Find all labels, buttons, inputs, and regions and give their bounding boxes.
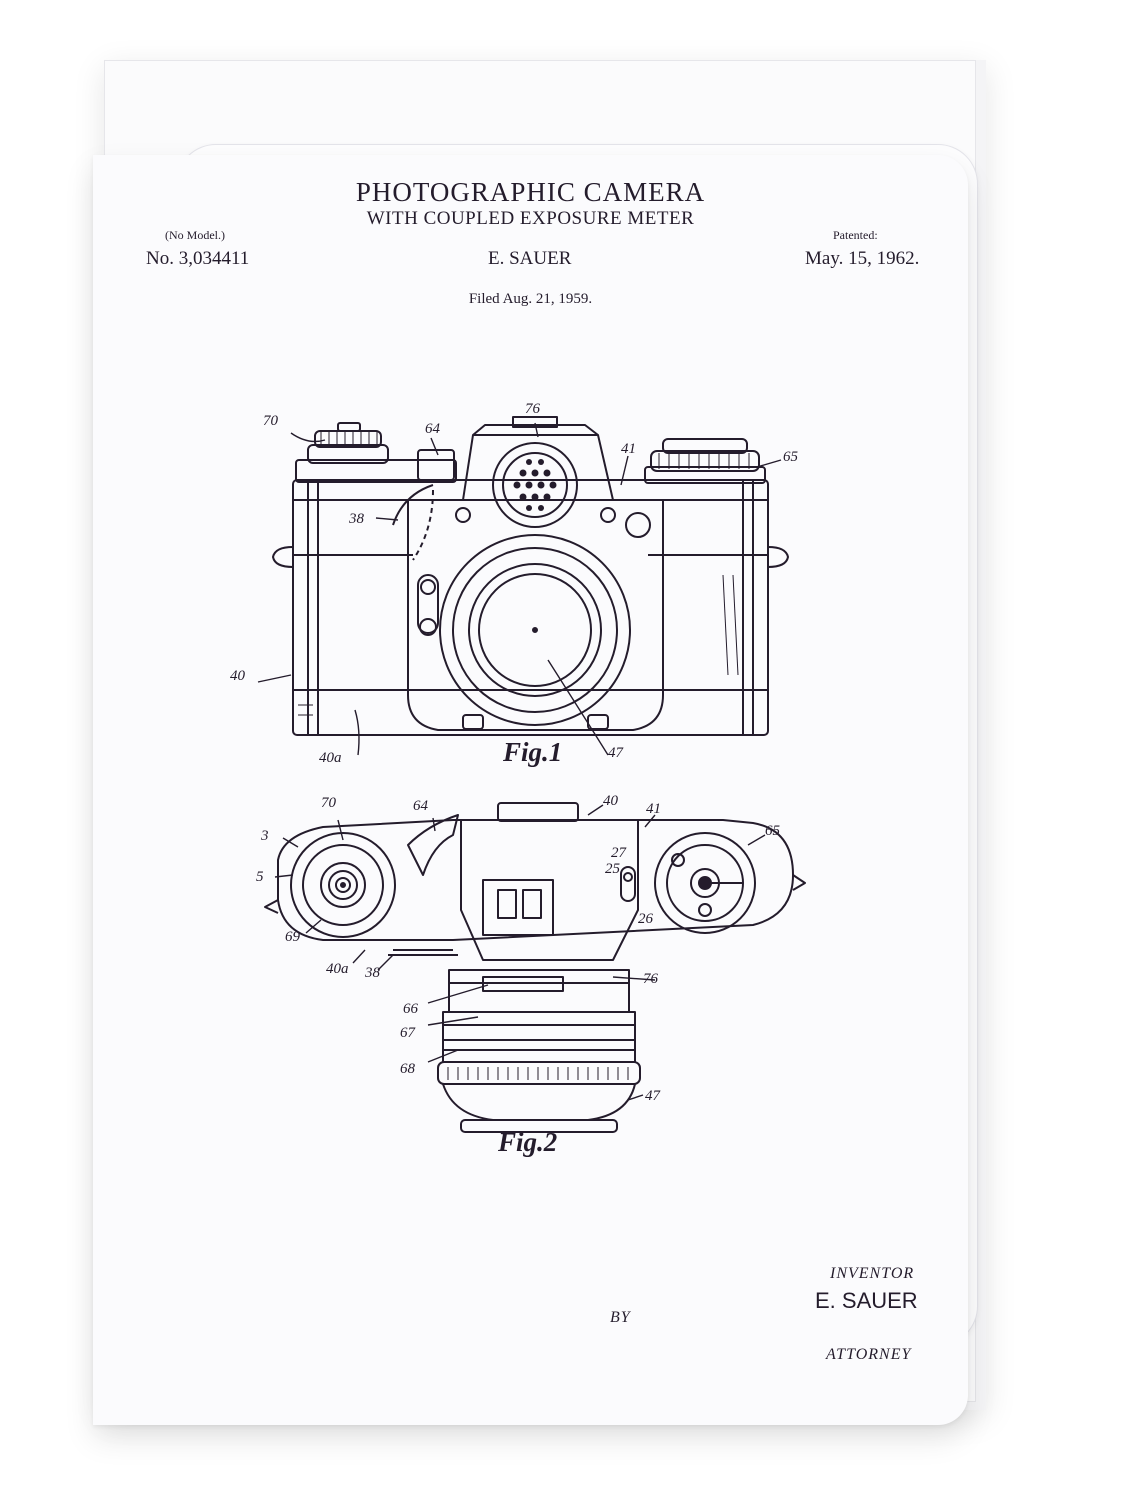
fig1-label-64: 64 (425, 421, 441, 437)
patent-number: No. 3,034411 (146, 248, 250, 269)
fig2-label-40a: 40a (326, 961, 349, 977)
fig2-caption: Fig.2 (498, 1127, 558, 1157)
attorney-label: ATTORNEY (826, 1346, 912, 1363)
fig2-label-38: 38 (364, 965, 381, 981)
no-model-label: (No Model.) (165, 228, 225, 242)
fig1-label-70: 70 (263, 413, 279, 429)
patent-subtitle: WITH COUPLED EXPOSURE METER (366, 208, 695, 229)
fig1-label-38: 38 (348, 511, 365, 527)
fig1-label-65: 65 (783, 449, 799, 465)
patented-label: Patented: (833, 228, 878, 242)
fig1-camera-front (257, 416, 789, 756)
fig2-label-68: 68 (400, 1061, 416, 1077)
fig1-label-41: 41 (621, 441, 636, 457)
by-label: BY (610, 1309, 631, 1326)
fig2-label-3: 3 (260, 828, 269, 844)
fig2-camera-top (264, 802, 806, 1133)
fig2-label-47: 47 (645, 1088, 662, 1104)
patent-card: PHOTOGRAPHIC CAMERA WITH COUPLED EXPOSUR… (93, 155, 968, 1425)
fig2-label-41: 41 (646, 801, 661, 817)
inventor-label: INVENTOR (830, 1265, 915, 1282)
fig2-label-5: 5 (256, 869, 264, 885)
fig2-label-25: 25 (605, 861, 621, 877)
fig2-label-26: 26 (638, 911, 654, 927)
patent-drawing: 70 64 76 41 65 38 40 40a 47 70 64 40 41 … (230, 401, 806, 1133)
fig2-label-67: 67 (400, 1025, 417, 1041)
inventor-header: E. SAUER (488, 248, 572, 269)
fig2-label-65: 65 (765, 823, 781, 839)
fig2-label-40: 40 (603, 793, 619, 809)
fig2-label-76: 76 (643, 971, 659, 987)
inventor-name: E. SAUER (815, 1288, 918, 1313)
fig2-label-27: 27 (611, 845, 628, 861)
fig2-label-66: 66 (403, 1001, 419, 1017)
filed-date: Filed Aug. 21, 1959. (468, 291, 593, 307)
fig1-label-40a: 40a (319, 750, 342, 766)
fig1-label-40: 40 (230, 668, 246, 684)
fig2-label-70: 70 (321, 795, 337, 811)
fig2-label-69: 69 (285, 929, 301, 945)
fig1-caption: Fig.1 (503, 737, 563, 767)
fig1-label-47: 47 (608, 745, 625, 761)
patent-date: May. 15, 1962. (805, 248, 920, 269)
fig1-label-76: 76 (525, 401, 541, 417)
fig2-label-64: 64 (413, 798, 429, 814)
patent-title: PHOTOGRAPHIC CAMERA (355, 177, 706, 207)
